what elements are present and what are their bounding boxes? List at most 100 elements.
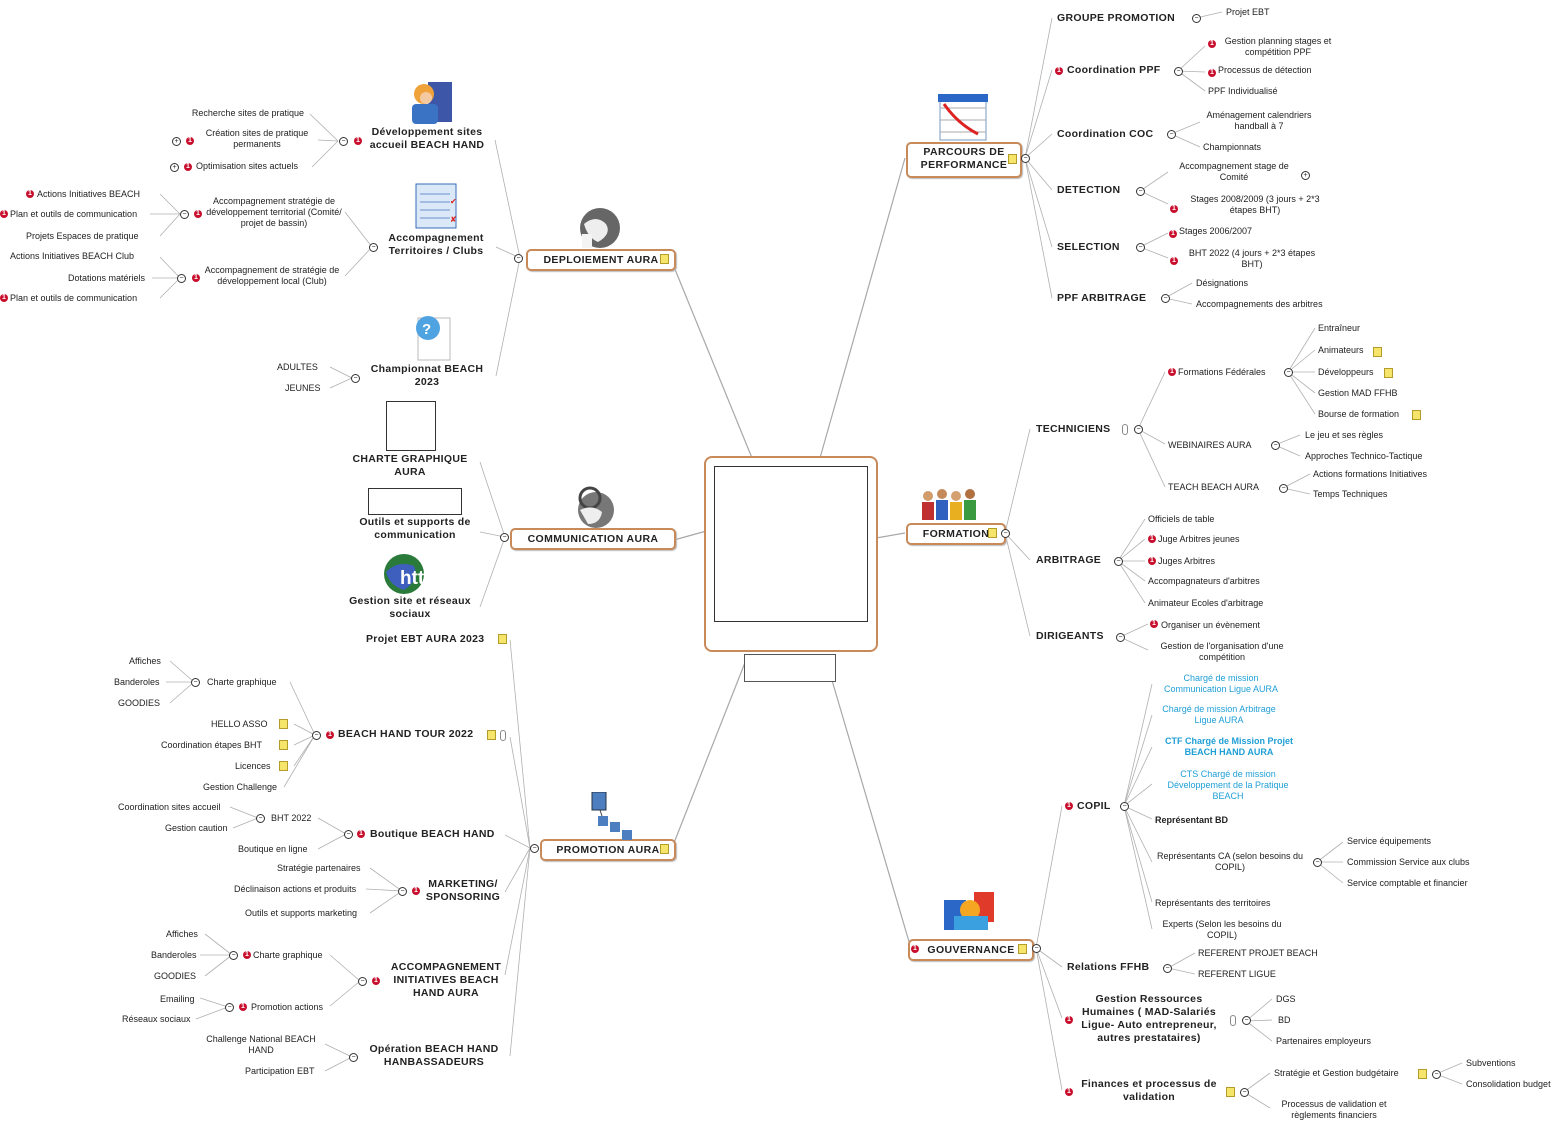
note-icon[interactable]: [660, 254, 669, 264]
collapse-icon[interactable]: −: [530, 844, 539, 853]
central-topic[interactable]: [704, 456, 878, 652]
leaf[interactable]: GOODIES: [118, 698, 161, 708]
node-charte-graphique[interactable]: Charte graphique: [207, 677, 277, 687]
collapse-icon[interactable]: −: [256, 814, 265, 823]
leaf[interactable]: Subventions: [1466, 1058, 1516, 1068]
collapse-icon[interactable]: −: [339, 137, 348, 146]
leaf[interactable]: Commission Service aux clubs: [1347, 857, 1470, 867]
node-arbitrage[interactable]: ARBITRAGE: [1036, 554, 1102, 566]
node-strategie[interactable]: Stratégie et Gestion budgétaire: [1274, 1068, 1399, 1078]
note-icon[interactable]: [487, 730, 496, 740]
collapse-icon[interactable]: −: [358, 977, 367, 986]
leaf[interactable]: CTF Chargé de Mission Projet BEACH HAND …: [1164, 736, 1294, 757]
note-icon[interactable]: [660, 844, 669, 854]
collapse-icon[interactable]: −: [1136, 243, 1145, 252]
node-webinaires[interactable]: WEBINAIRES AURA: [1168, 440, 1252, 450]
collapse-icon[interactable]: −: [1136, 187, 1145, 196]
note-icon[interactable]: [1412, 410, 1421, 420]
leaf[interactable]: Licences: [235, 761, 271, 771]
leaf[interactable]: Réseaux sociaux: [122, 1014, 191, 1024]
leaf[interactable]: REFERENT PROJET BEACH: [1198, 948, 1318, 958]
node-charte[interactable]: CHARTE GRAPHIQUE AURA: [352, 453, 468, 478]
node-championnat[interactable]: Championnat BEACH 2023: [370, 363, 484, 388]
leaf[interactable]: Processus de détection: [1218, 65, 1312, 75]
collapse-icon[interactable]: −: [514, 254, 523, 263]
collapse-icon[interactable]: −: [1161, 294, 1170, 303]
leaf[interactable]: GOODIES: [154, 971, 197, 981]
collapse-icon[interactable]: −: [1242, 1016, 1251, 1025]
node-finances[interactable]: Finances et processus de validation: [1081, 1078, 1217, 1103]
node-copil[interactable]: COPIL: [1077, 800, 1111, 812]
node-site[interactable]: Gestion site et réseaux sociaux: [349, 595, 471, 620]
collapse-icon[interactable]: −: [1174, 67, 1183, 76]
node-formations-federales[interactable]: Formations Fédérales: [1178, 367, 1266, 377]
node-selection[interactable]: SELECTION: [1057, 241, 1120, 253]
collapse-icon[interactable]: −: [1116, 633, 1125, 642]
leaf[interactable]: Entraîneur: [1318, 323, 1361, 333]
topic-parcours-performance[interactable]: PARCOURS DE PERFORMANCE: [906, 142, 1022, 178]
node-bht2022[interactable]: BEACH HAND TOUR 2022: [338, 728, 474, 740]
note-icon[interactable]: [279, 719, 288, 729]
leaf[interactable]: Emailing: [160, 994, 195, 1004]
leaf[interactable]: Dotations matériels: [68, 273, 146, 283]
leaf[interactable]: Juges Arbitres: [1158, 556, 1216, 566]
leaf[interactable]: Organiser un évènement: [1161, 620, 1261, 630]
node-ppf-arbitrage[interactable]: PPF ARBITRAGE: [1057, 292, 1147, 304]
leaf[interactable]: Plan et outils de communication: [10, 209, 138, 219]
topic-communication[interactable]: COMMUNICATION AURA: [510, 528, 676, 550]
leaf[interactable]: BD: [1278, 1015, 1291, 1025]
note-icon[interactable]: [279, 740, 288, 750]
collapse-icon[interactable]: −: [1271, 441, 1280, 450]
leaf[interactable]: Projets Espaces de pratique: [26, 231, 139, 241]
node-territoires[interactable]: Accompagnement Territoires / Clubs: [388, 232, 484, 257]
node-outils[interactable]: Outils et supports de communication: [359, 516, 471, 541]
collapse-icon[interactable]: −: [500, 533, 509, 542]
leaf[interactable]: Service comptable et financier: [1347, 878, 1468, 888]
note-icon[interactable]: [1384, 368, 1393, 378]
leaf[interactable]: Stages 2006/2007: [1179, 226, 1253, 236]
node-dirigeants[interactable]: DIRIGEANTS: [1036, 630, 1104, 642]
leaf[interactable]: Actions formations Initiatives: [1313, 469, 1428, 479]
collapse-icon[interactable]: −: [1114, 557, 1123, 566]
leaf[interactable]: Juge Arbitres jeunes: [1158, 534, 1240, 544]
node-rh[interactable]: Gestion Ressources Humaines ( MAD-Salari…: [1081, 993, 1217, 1044]
topic-deploiement[interactable]: DEPLOIEMENT AURA: [526, 249, 676, 271]
collapse-icon[interactable]: −: [177, 274, 186, 283]
leaf[interactable]: Animateurs: [1318, 345, 1364, 355]
note-icon[interactable]: [1373, 347, 1382, 357]
leaf[interactable]: Recherche sites de pratique: [191, 108, 304, 118]
leaf[interactable]: BHT 2022 (4 jours + 2*3 étapes BHT): [1188, 248, 1316, 269]
leaf[interactable]: Affiches: [166, 929, 198, 939]
leaf[interactable]: Processus de validation et règlements fi…: [1281, 1099, 1387, 1120]
leaf[interactable]: Accompagnateurs d'arbitres: [1148, 576, 1260, 586]
expand-icon[interactable]: +: [1301, 171, 1310, 180]
leaf[interactable]: Coordination sites accueil: [118, 802, 221, 812]
collapse-icon[interactable]: −: [229, 951, 238, 960]
note-icon[interactable]: [279, 761, 288, 771]
leaf[interactable]: Déclinaison actions et produits: [234, 884, 357, 894]
leaf[interactable]: Représentant BD: [1155, 815, 1229, 825]
collapse-icon[interactable]: −: [1134, 425, 1143, 434]
node-teach[interactable]: TEACH BEACH AURA: [1168, 482, 1260, 492]
note-icon[interactable]: [498, 634, 507, 644]
leaf[interactable]: Gestion planning stages et compétition P…: [1224, 36, 1332, 57]
leaf[interactable]: Stages 2008/2009 (3 jours + 2*3 étapes B…: [1190, 194, 1320, 215]
node-coord-ppf[interactable]: Coordination PPF: [1067, 64, 1161, 76]
note-icon[interactable]: [1418, 1069, 1427, 1079]
leaf[interactable]: Accompagnement stage de Comité: [1179, 161, 1289, 182]
collapse-icon[interactable]: −: [191, 678, 200, 687]
leaf[interactable]: Désignations: [1196, 278, 1249, 288]
collapse-icon[interactable]: −: [1313, 858, 1322, 867]
leaf[interactable]: Partenaires employeurs: [1276, 1036, 1372, 1046]
attachment-icon[interactable]: [1230, 1015, 1236, 1026]
leaf[interactable]: Experts (Selon les besoins du COPIL): [1162, 919, 1282, 940]
leaf[interactable]: Actions Initiatives BEACH Club: [10, 251, 135, 261]
collapse-icon[interactable]: −: [1284, 368, 1293, 377]
leaf[interactable]: PPF Individualisé: [1208, 86, 1278, 96]
note-icon[interactable]: [1226, 1087, 1235, 1097]
node-bht-2022[interactable]: BHT 2022: [271, 813, 312, 823]
node-strat-local[interactable]: Accompagnement de stratégie de développe…: [204, 265, 340, 286]
leaf[interactable]: Représentants des territoires: [1155, 898, 1271, 908]
leaf[interactable]: Participation EBT: [245, 1066, 315, 1076]
expand-icon[interactable]: +: [170, 163, 179, 172]
